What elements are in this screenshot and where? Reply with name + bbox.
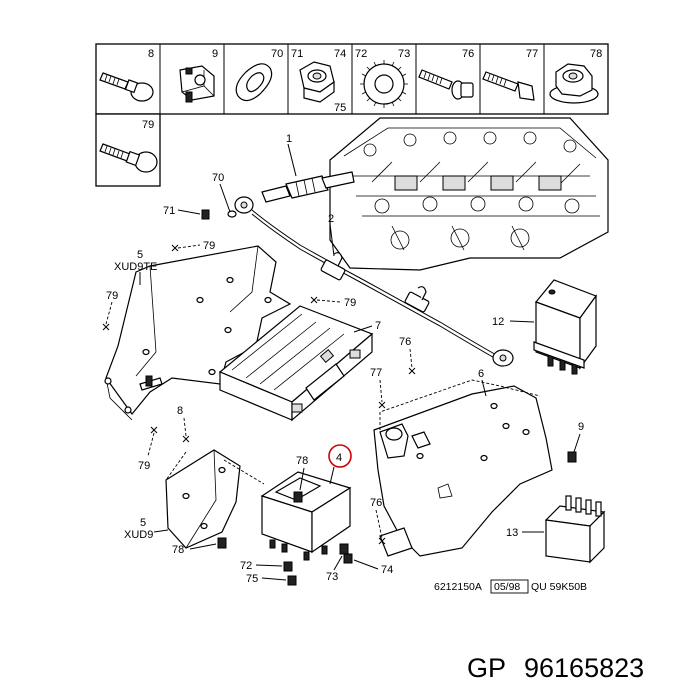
hex-nut-icon [299,61,335,103]
ref-code-part-3: QU 59K50B [531,581,587,593]
callout-70: 70 [212,172,224,184]
grid-label-8: 8 [148,48,154,60]
grid-label-75: 75 [334,102,346,114]
bolt-icon [482,71,535,101]
callout-72: 72 [240,560,252,572]
callout-76-upper: 76 [399,336,411,348]
ref-code-part-2: 05/98 [494,581,520,593]
callout-79-left: 79 [106,290,118,302]
callout-5-xud9te-engine-code: XUD9TE [114,261,157,273]
callout-79-lower: 79 [138,460,150,472]
bolt-icon [99,72,154,102]
callout-79-top: 79 [203,240,215,252]
callout-77: 77 [370,367,382,379]
callout-71: 71 [163,205,175,217]
callout-70-71: 70 71 [163,172,237,220]
bracket-xud9: 5 XUD9 [124,449,265,549]
engine-control-unit: 7 [218,305,381,422]
grid-label-9: 9 [212,48,218,60]
callout-9: 9 [578,421,584,433]
glow-plug-harness: 2 [234,196,514,367]
grid-label-74: 74 [334,48,346,60]
drawing-reference-code: 6212150A 05/98 QU 59K50B [434,579,587,594]
grid-label-70: 70 [271,48,283,60]
clip-nut-icon [179,65,215,103]
relay-12: 12 [492,279,597,375]
bracket-xud9te: 5 XUD9TE [104,245,292,421]
parts-grid: 8 9 70 71 74 75 72 73 76 77 78 79 [95,43,609,187]
callout-1: 1 [286,133,292,145]
callout-75: 75 [246,573,258,585]
grid-label-79: 79 [142,119,154,131]
lock-washer-icon [360,60,408,108]
callout-74: 74 [381,564,393,576]
part-number-brand: GP [467,653,506,683]
callout-73: 73 [326,571,338,583]
callout-79-mid: 79 [344,297,356,309]
fastener-markers-upper: 79 79 79 [102,240,356,331]
callout-8: 8 [177,405,183,417]
callout-7: 7 [375,320,381,332]
callout-5-xud9: 5 [140,517,146,529]
glow-plug: 1 [261,133,355,203]
glow-plug-control-unit: 4 [260,444,352,561]
relay-13: 13 [506,495,606,564]
callout-5-xud9-engine-code: XUD9 [124,529,153,541]
callout-4: 4 [336,452,342,464]
callout-78-lower: 78 [172,544,184,556]
part-number-caption: GP 96165823 [467,653,644,683]
part-number-value: 96165823 [524,653,644,683]
callout-78-upper: 78 [296,455,308,467]
grid-label-76: 76 [462,48,474,60]
bolt-icon [99,143,158,173]
fastener-markers-right: 76 77 9 [370,336,584,463]
flange-nut-icon [549,63,599,104]
callout-12: 12 [492,316,504,328]
bracket-6: 6 [373,368,553,557]
callout-2: 2 [328,213,334,225]
callout-13: 13 [506,527,518,539]
grid-label-78: 78 [590,48,602,60]
fastener-markers-lower: 8 79 78 78 72 75 73 74 76 [138,405,393,586]
callout-5-xud9te: 5 [137,249,143,261]
grid-label-72: 72 [355,48,367,60]
flange-bolt-icon [418,69,474,100]
grid-label-71: 71 [291,48,303,60]
callout-6: 6 [478,368,484,380]
ref-code-part-1: 6212150A [434,581,482,593]
grid-label-73: 73 [398,48,410,60]
callout-76-lower: 76 [370,497,382,509]
grid-label-77: 77 [526,48,538,60]
washer-icon [235,63,273,102]
cylinder-head [329,117,609,271]
